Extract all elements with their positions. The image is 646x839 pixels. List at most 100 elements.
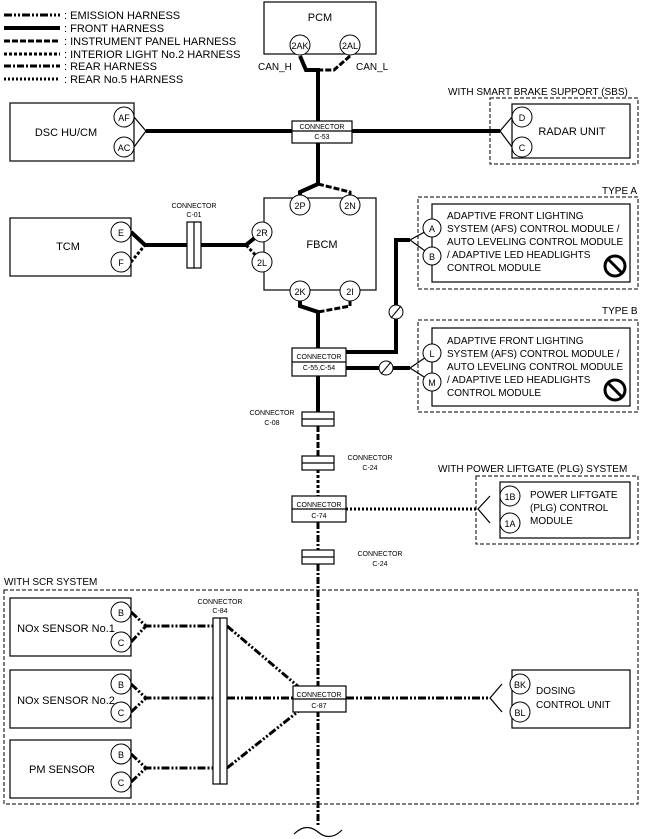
plg-group-label: WITH POWER LIFTGATE (PLG) SYSTEM — [438, 464, 627, 475]
dsc-box — [9, 102, 135, 162]
type-b-pin-m — [422, 372, 442, 392]
connector-c01: CONNECTOR C-01 — [172, 203, 216, 269]
dosing-pin-bk-label: BK — [514, 680, 526, 690]
pcm-can-l-label: CAN_L — [356, 62, 389, 73]
shield-icon — [388, 304, 404, 320]
legend: : EMISSION HARNESS : FRONT HARNESS : INS… — [4, 10, 240, 86]
fbcm-pin-2k — [289, 280, 311, 302]
c87-label: CONNECTOR — [297, 692, 342, 699]
wire-c55-type-a — [346, 238, 410, 354]
c08-id: C-08 — [264, 420, 279, 427]
type-a-label: TYPE A — [602, 186, 637, 197]
wire-nox1-c — [129, 624, 148, 644]
type-b-pin-l-label: L — [429, 349, 434, 359]
nox2-pin-c-label: C — [118, 708, 125, 718]
fbcm-pin-2i-label: 2I — [346, 287, 354, 297]
nox-sensor-2: NOx SENSOR No.2 B C — [9, 669, 132, 729]
prohibited-icon — [603, 378, 627, 402]
connector-c53: CONNECTOR C-53 — [291, 120, 353, 144]
connector-c84: CONNECTOR C-84 — [198, 599, 243, 785]
pm-box — [9, 739, 132, 799]
legend-label-emission: : EMISSION HARNESS — [64, 10, 180, 22]
nox-sensor-1: NOx SENSOR No.1 B C — [9, 597, 132, 657]
type-a-group: TYPE A A B ADAPTIVE FRONT LIGHTING SYSTE… — [417, 186, 639, 290]
type-b-pin-m-label: M — [428, 378, 436, 388]
legend-label-rear: : REAR HARNESS — [64, 61, 157, 73]
connector-c24-lower: CONNECTOR C-24 — [301, 549, 403, 568]
wire-break-mark — [293, 826, 343, 838]
c84-label: CONNECTOR — [198, 599, 243, 606]
c55-id: C-55,C-54 — [303, 365, 335, 372]
dosing-pin-bl-label: BL — [514, 708, 525, 718]
c74-id: C-74 — [311, 513, 326, 520]
wire-dsc-branch — [133, 116, 147, 148]
fbcm-pin-2k-label: 2K — [294, 287, 305, 297]
dsc-pin-ac — [113, 136, 135, 158]
dosing-pin-bk — [509, 673, 531, 695]
wire-c84-c87-top — [226, 624, 301, 690]
nox1-pin-b-label: B — [118, 608, 124, 618]
pm-title: PM SENSOR — [29, 764, 95, 776]
pm-pin-b — [110, 743, 132, 765]
wire-pm-c — [129, 766, 148, 784]
type-b-line3: AUTO LEVELING CONTROL MODULE — [447, 362, 623, 373]
type-a-frame — [417, 196, 639, 290]
wire-fbcm-2i — [317, 300, 352, 314]
wire-nox2-c — [129, 696, 148, 714]
pcm-can-h-label: CAN_H — [258, 62, 292, 73]
pcm-pin-2ak — [289, 34, 311, 56]
c24b-label: CONNECTOR — [358, 551, 403, 558]
sbs-group-frame — [489, 97, 639, 165]
prohibited-icon — [603, 254, 627, 278]
c53-box — [291, 120, 353, 144]
pcm-pin-2al-label: 2AL — [342, 41, 358, 51]
scr-group-label: WITH SCR SYSTEM — [4, 577, 97, 588]
c74-label: CONNECTOR — [297, 502, 342, 509]
nox2-box — [9, 669, 132, 729]
legend-label-interior: : INTERIOR LIGHT No.2 HARNESS — [64, 49, 240, 61]
c08-label: CONNECTOR — [250, 410, 295, 417]
c53-id: C-53 — [314, 134, 329, 141]
radar-pin-d — [511, 106, 533, 128]
connector-c74: CONNECTOR C-74 — [291, 495, 347, 523]
scr-group: WITH SCR SYSTEM — [3, 577, 639, 805]
pm-pin-b-label: B — [118, 750, 124, 760]
type-a-pin-a — [422, 218, 442, 238]
dsc-title: DSC HU/CM — [35, 127, 97, 139]
pcm-title: PCM — [308, 12, 332, 24]
shield-icon — [378, 360, 394, 376]
pcm-module: PCM 2AK 2AL CAN_H CAN_L — [258, 1, 389, 73]
type-b-frame — [417, 319, 639, 413]
nox1-title: NOx SENSOR No.1 — [17, 623, 115, 635]
tcm-module: TCM E F — [9, 217, 132, 277]
type-a-box — [431, 203, 631, 283]
type-a-pin-a-label: A — [429, 224, 435, 234]
dsc-pin-ac-label: AC — [118, 143, 131, 153]
type-b-group: TYPE B L M ADAPTIVE FRONT LIGHTING SYSTE… — [417, 306, 639, 413]
fbcm-pin-2r — [251, 221, 273, 243]
type-a-line1: ADAPTIVE FRONT LIGHTING — [447, 211, 584, 222]
plg-box — [499, 481, 631, 539]
c84-id: C-84 — [212, 608, 227, 615]
dosing-unit: BK BL DOSING CONTROL UNIT — [509, 669, 631, 729]
c55-label: CONNECTOR — [297, 354, 342, 361]
wire-c84-c87-bot — [226, 708, 301, 770]
c24b-id: C-24 — [372, 561, 387, 568]
wire-plg-branch — [477, 495, 491, 524]
sbs-group-label: WITH SMART BRAKE SUPPORT (SBS) — [448, 87, 628, 98]
wires — [129, 54, 513, 838]
wire-tcm-e — [129, 230, 187, 247]
pm-sensor: PM SENSOR B C — [9, 739, 132, 799]
wire-tcm-f — [129, 244, 147, 263]
tcm-pin-f-label: F — [118, 258, 124, 268]
tcm-title: TCM — [56, 241, 80, 253]
legend-label-ip: : INSTRUMENT PANEL HARNESS — [64, 36, 236, 48]
plg-group-frame — [475, 475, 639, 545]
shield-marks — [378, 304, 404, 376]
radar-pin-c — [511, 136, 533, 158]
type-b-line4: / ADAPTIVE LED HEADLIGHTS — [447, 375, 591, 386]
tcm-box — [9, 217, 132, 277]
pm-pin-c — [110, 771, 132, 793]
tcm-pin-f — [110, 251, 132, 273]
